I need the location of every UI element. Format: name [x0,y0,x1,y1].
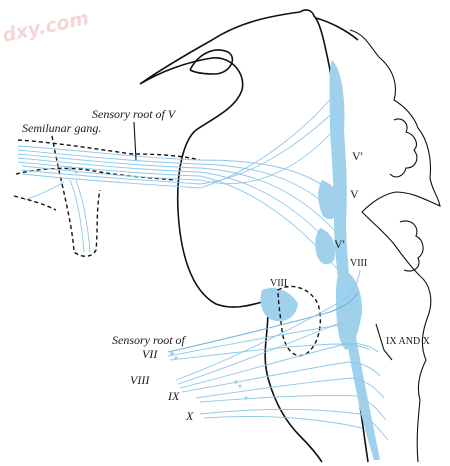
label-sensory-root-v: Sensory root of V [92,107,177,121]
label-viii: VIII [130,373,150,387]
nucleus-labels: V' V V' VIII VIII IX AND X [270,149,431,361]
nucleus-viii-right: VIII [350,258,367,269]
leader-ix-x [375,323,393,361]
nucleus-v-prime-lower: V' [334,237,345,251]
nucleus-viii-top: VIII [270,278,287,289]
label-vii: VII [142,347,158,361]
semilunar-ganglion-outline [13,135,201,257]
label-sensory-root-of: Sensory root of [112,333,187,347]
nucleus-v-prime-top: V' [352,149,363,163]
label-ix: IX [167,389,180,403]
label-semilunar-gang: Semilunar gang. [22,121,101,135]
nucleus-ix-and-x: IX AND X [386,336,431,347]
nucleus-v: V [350,187,359,201]
spinal-tract-of-v [315,60,380,460]
lower-nerve-fibers [167,269,389,441]
ganglion-dots [68,166,248,400]
leader-sensory-root-v [133,121,137,161]
label-x: X [185,409,194,423]
trigeminal-fibers [17,89,339,271]
watermark: dxy.com [0,7,90,47]
cerebellum-outline [349,29,441,463]
vestibular-nucleus [260,270,362,350]
labels: Sensory root of V Semilunar gang. Sensor… [22,107,194,423]
